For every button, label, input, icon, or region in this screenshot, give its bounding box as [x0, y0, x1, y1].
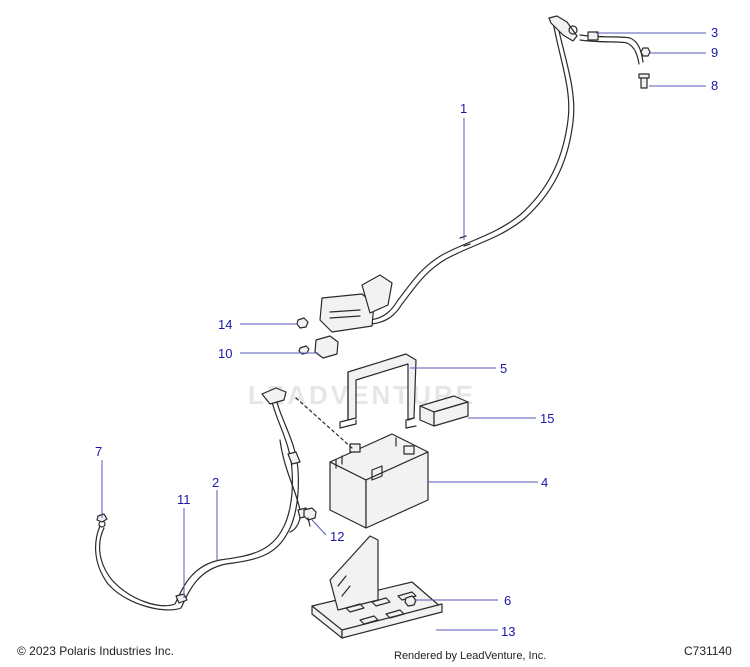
- copyright-text: © 2023 Polaris Industries Inc.: [17, 644, 174, 658]
- relay-part-10: [298, 335, 339, 359]
- callout-10[interactable]: 10: [218, 346, 232, 361]
- battery-part-4: [295, 397, 429, 529]
- rendered-by-text: Rendered by LeadVenture, Inc.: [394, 650, 547, 662]
- callout-14[interactable]: 14: [218, 317, 232, 332]
- callout-4[interactable]: 4: [541, 475, 548, 490]
- callout-15[interactable]: 15: [540, 411, 554, 426]
- callout-7[interactable]: 7: [95, 444, 102, 459]
- bolt-part-12: [303, 507, 317, 527]
- callout-6[interactable]: 6: [504, 593, 511, 608]
- bolt-part-8: [638, 73, 650, 89]
- callout-2[interactable]: 2: [212, 475, 219, 490]
- callout-8[interactable]: 8: [711, 78, 718, 93]
- diagram-code: C731140: [684, 644, 732, 658]
- callout-9[interactable]: 9: [711, 45, 718, 60]
- callout-3[interactable]: 3: [711, 25, 718, 40]
- nut-part-9: [640, 47, 651, 57]
- leader-lines: [101, 32, 706, 631]
- callout-13[interactable]: 13: [501, 624, 515, 639]
- ground-cable-part-3: [579, 31, 644, 65]
- screw-part-6: [404, 595, 417, 607]
- callout-11[interactable]: 11: [177, 492, 191, 507]
- battery-tray-part-13: [311, 535, 443, 639]
- screw-part-14: [296, 317, 309, 329]
- callout-5[interactable]: 5: [500, 361, 507, 376]
- pad-part-15: [419, 395, 469, 427]
- positive-cable-part-1: [319, 15, 578, 333]
- hold-down-strap-part-5: [339, 353, 417, 429]
- cable-tie-part-11: [175, 593, 188, 604]
- callout-12[interactable]: 12: [330, 529, 344, 544]
- negative-cable-part-2: [94, 387, 309, 611]
- callout-1[interactable]: 1: [460, 101, 467, 116]
